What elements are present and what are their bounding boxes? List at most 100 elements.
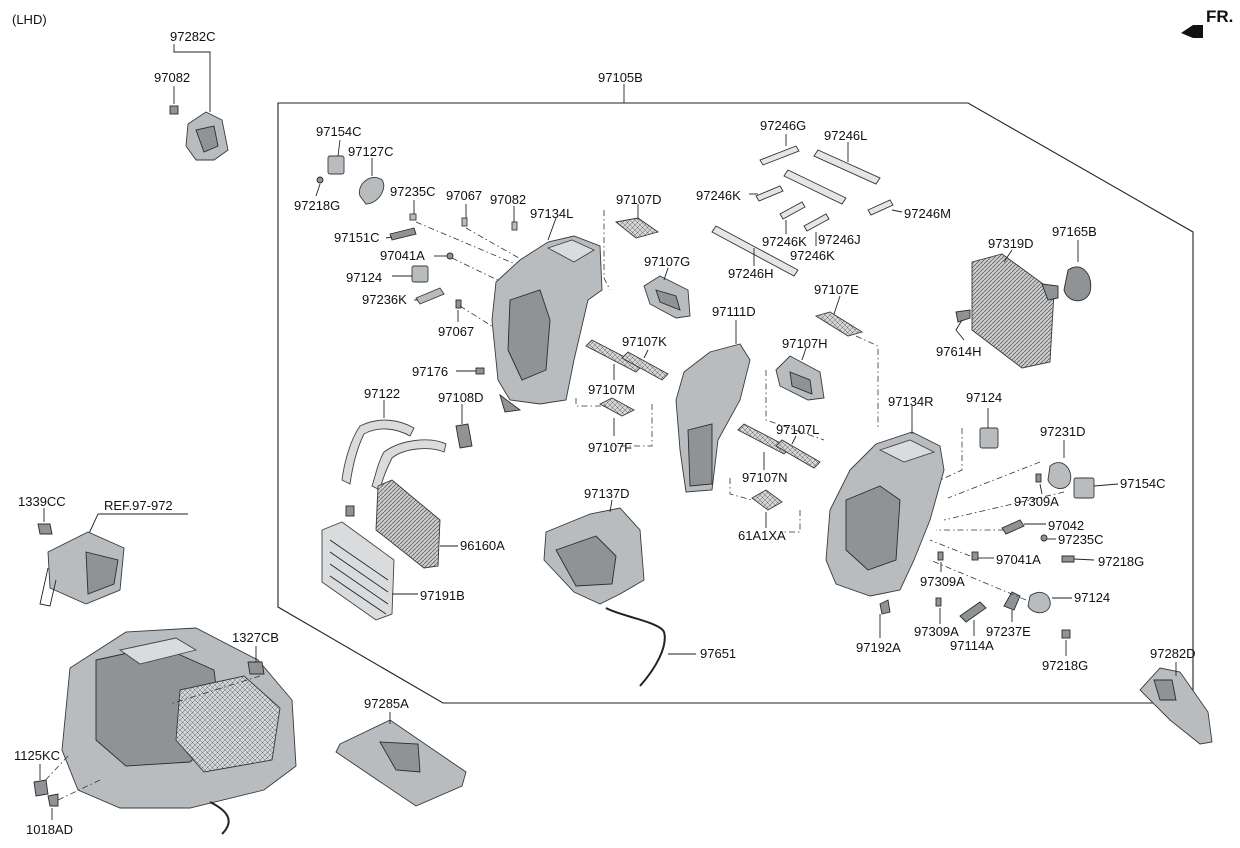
right-small-parts xyxy=(879,408,1119,656)
label-97107H: 97107H xyxy=(782,336,828,351)
label-97285A: 97285A xyxy=(364,696,409,711)
nut-1339CC xyxy=(37,523,53,535)
label-97122: 97122 xyxy=(364,386,400,401)
label-97111D: 97111D xyxy=(712,304,756,319)
part-97614H xyxy=(955,309,971,341)
label-97192A: 97192A xyxy=(856,640,901,655)
label-97154C-a: 97154C xyxy=(316,124,362,139)
label-97218G-b: 97218G xyxy=(1098,554,1144,569)
nut-1327CB xyxy=(247,661,265,675)
label-1339CC: 1339CC xyxy=(18,494,66,509)
part-97107D xyxy=(603,204,660,291)
label-97246K-c: 97246K xyxy=(790,248,835,263)
ref-97-972-group xyxy=(37,508,188,607)
label-97246L: 97246L xyxy=(824,128,867,143)
label-97165B: 97165B xyxy=(1052,224,1097,239)
bolt-1125KC xyxy=(33,779,49,797)
label-97107F: 97107F xyxy=(588,440,632,455)
label-97235C-b: 97235C xyxy=(1058,532,1104,547)
label-97235C-a: 97235C xyxy=(390,184,436,199)
lhd-note: (LHD) xyxy=(12,12,47,27)
front-arrow-icon xyxy=(1181,25,1203,38)
label-97176: 97176 xyxy=(412,364,448,379)
label-97237E: 97237E xyxy=(986,624,1031,639)
part-96160A-heater-core xyxy=(375,479,458,569)
label-97246K-b: 97246K xyxy=(762,234,807,249)
bolt-1018AD xyxy=(47,793,59,807)
label-97319D: 97319D xyxy=(988,236,1034,251)
label-97191B: 97191B xyxy=(420,588,465,603)
label-97105B: 97105B xyxy=(598,70,643,85)
part-97107E xyxy=(814,295,879,430)
part-97154C-actuator xyxy=(327,155,345,175)
label-97134R: 97134R xyxy=(888,394,934,409)
front-label: FR. xyxy=(1206,7,1233,26)
label-97114A: 97114A xyxy=(950,638,994,653)
label-97041A-b: 97041A xyxy=(996,552,1041,567)
label-97042: 97042 xyxy=(1048,518,1084,533)
label-97082-top: 97082 xyxy=(154,70,190,85)
label-97246M: 97246M xyxy=(904,206,951,221)
part-97282D-duct xyxy=(1139,662,1213,745)
label-97107E: 97107E xyxy=(814,282,859,297)
label-97154C-b: 97154C xyxy=(1120,476,1166,491)
part-97165B xyxy=(1063,240,1092,302)
label-97067-b: 97067 xyxy=(438,324,474,339)
part-97319D-evaporator xyxy=(971,249,1059,369)
label-97127C: 97127C xyxy=(348,144,394,159)
label-97107D: 97107D xyxy=(616,192,662,207)
label-97067-a: 97067 xyxy=(446,188,482,203)
front-direction-indicator: FR. xyxy=(1181,7,1233,38)
part-97107F xyxy=(575,397,653,447)
label-1327CB: 1327CB xyxy=(232,630,279,645)
label-97282C: 97282C xyxy=(170,29,216,44)
part-97122-pipes xyxy=(341,400,447,491)
left-small-parts xyxy=(315,139,541,375)
part-97107G xyxy=(643,267,691,319)
label-REF-97-972: REF.97-972 xyxy=(104,498,173,513)
part-97134L-housing xyxy=(491,217,603,413)
label-97309A-a: 97309A xyxy=(1014,494,1059,509)
label-96160A: 96160A xyxy=(460,538,505,553)
label-97282D: 97282D xyxy=(1150,646,1196,661)
part-97124-actuator-a xyxy=(411,265,429,283)
label-97108D: 97108D xyxy=(438,390,484,405)
label-97107K: 97107K xyxy=(622,334,667,349)
label-97107N: 97107N xyxy=(742,470,788,485)
part-97108D-seal xyxy=(455,404,473,449)
label-1125KC: 1125KC xyxy=(14,748,60,763)
label-97309A-c: 97309A xyxy=(914,624,959,639)
label-97134L: 97134L xyxy=(530,206,573,221)
part-97127C-link xyxy=(358,176,385,205)
label-97218G-c: 97218G xyxy=(1042,658,1088,673)
label-97614H: 97614H xyxy=(936,344,982,359)
label-1018AD: 1018AD xyxy=(26,822,73,837)
part-97246-strips xyxy=(711,134,903,277)
label-97236K: 97236K xyxy=(362,292,407,307)
label-97651: 97651 xyxy=(700,646,736,661)
label-97082-b: 97082 xyxy=(490,192,526,207)
part-97285A-bracket xyxy=(335,712,467,807)
part-97154C-actuator-b xyxy=(1073,477,1095,499)
part-97191B-heater xyxy=(321,505,418,621)
label-97107M: 97107M xyxy=(588,382,635,397)
label-97246K-a: 97246K xyxy=(696,188,741,203)
part-97282C-group xyxy=(169,44,229,161)
label-97107G: 97107G xyxy=(644,254,690,269)
hvac-assembly-image xyxy=(33,627,297,835)
part-97134R-housing xyxy=(825,406,945,597)
part-61A1XA xyxy=(729,478,801,533)
label-97309A-b: 97309A xyxy=(920,574,965,589)
part-97124-actuator-b xyxy=(979,427,999,449)
label-97137D: 97137D xyxy=(584,486,630,501)
label-97231D: 97231D xyxy=(1040,424,1086,439)
label-97124-c: 97124 xyxy=(1074,590,1110,605)
label-97151C: 97151C xyxy=(334,230,380,245)
label-97124-a: 97124 xyxy=(346,270,382,285)
label-97124-b: 97124 xyxy=(966,390,1002,405)
label-97246H: 97246H xyxy=(728,266,774,281)
label-97218G-a: 97218G xyxy=(294,198,340,213)
part-97107H xyxy=(765,347,825,441)
label-97246J: 97246J xyxy=(818,232,861,247)
